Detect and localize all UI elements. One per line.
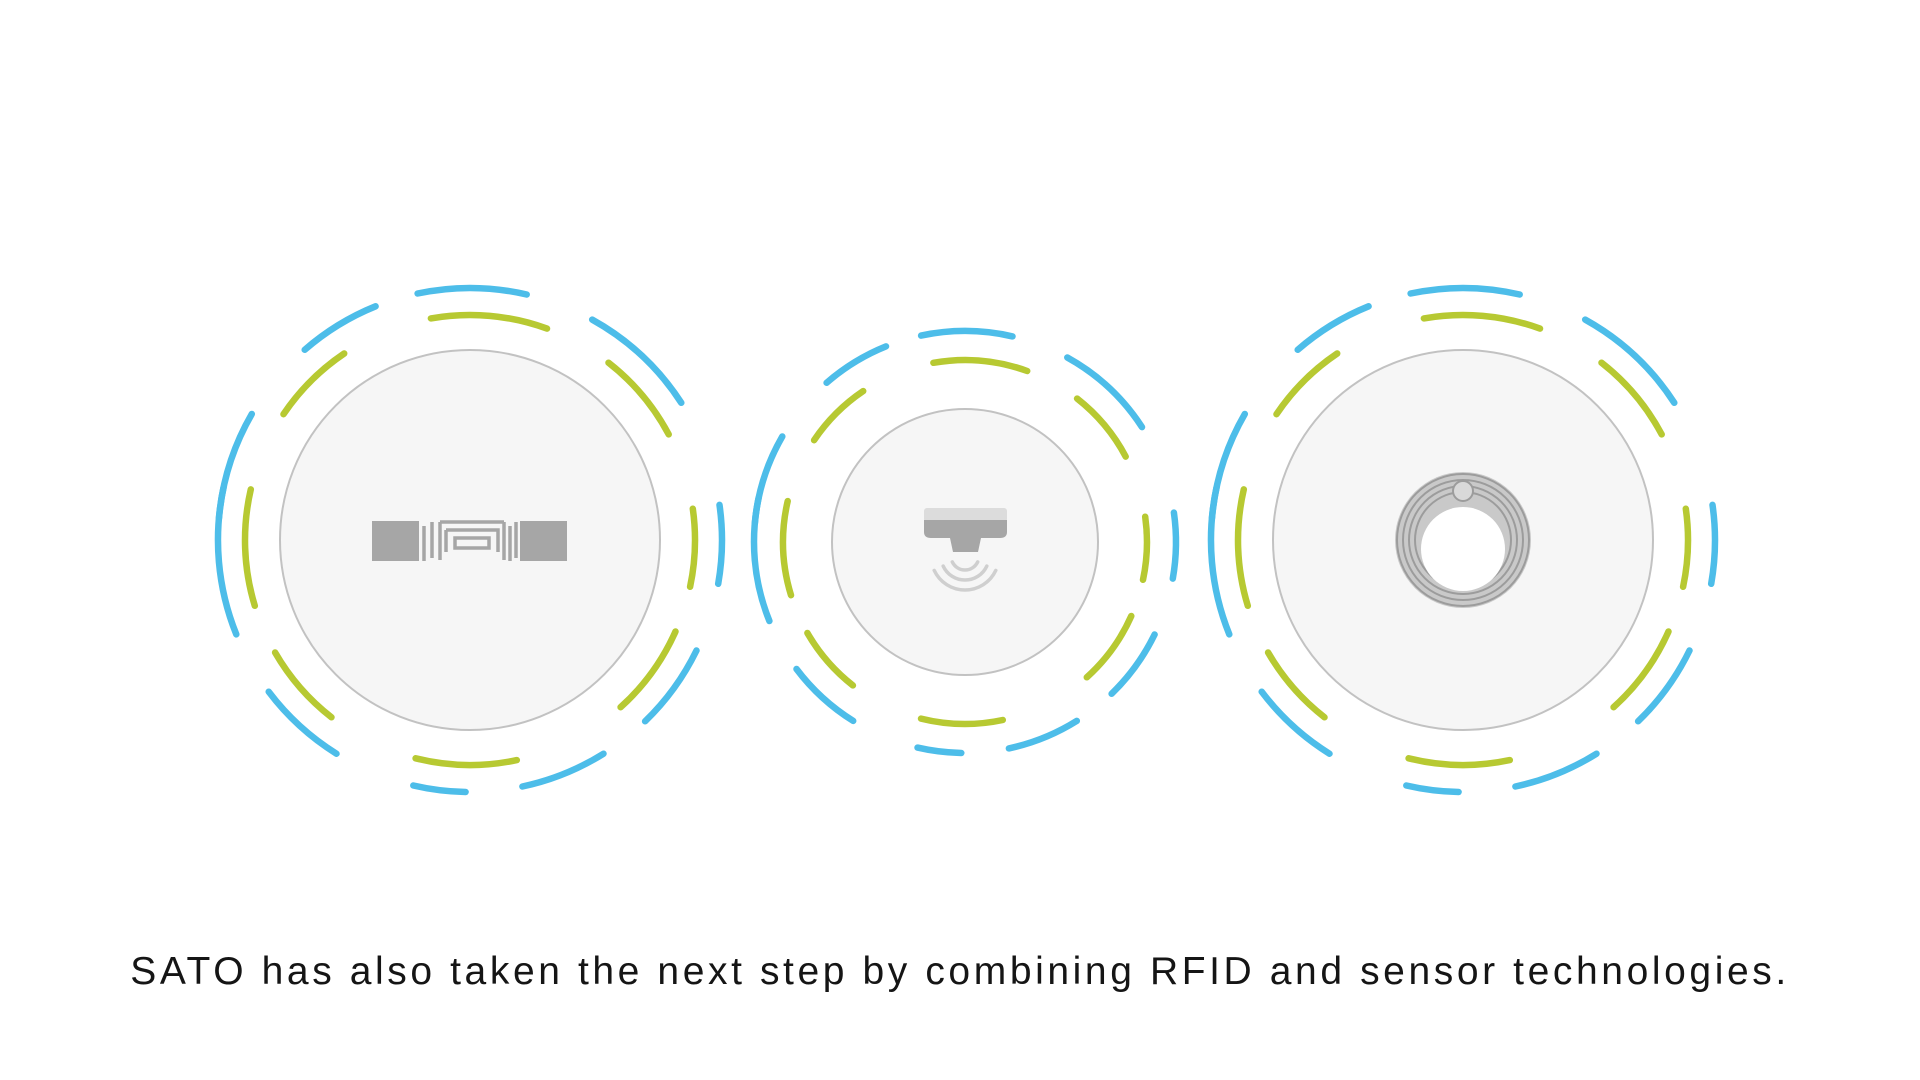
inner-dashed-ring-arc bbox=[1610, 628, 1672, 711]
coil-contact bbox=[1452, 480, 1474, 502]
coil-ring bbox=[1396, 473, 1530, 607]
outer-dashed-ring-arc bbox=[1407, 284, 1523, 298]
outer-dashed-ring bbox=[214, 284, 726, 796]
inner-dashed-ring-arc bbox=[617, 628, 679, 711]
outer-dashed-ring-arc bbox=[641, 647, 700, 725]
inner-dashed-ring-arc bbox=[686, 505, 699, 591]
outer-dashed-ring-arc bbox=[1005, 717, 1081, 752]
outer-dashed-ring-arc bbox=[410, 782, 469, 796]
rfid-inlay-badge bbox=[214, 284, 726, 796]
outer-dashed-ring-arc bbox=[588, 316, 685, 407]
outer-dashed-ring-arc bbox=[1634, 647, 1693, 725]
outer-dashed-ring-arc bbox=[265, 688, 340, 757]
outer-dashed-ring-arc bbox=[823, 343, 890, 387]
outer-dashed-ring-arc bbox=[751, 433, 786, 527]
inner-dashed-ring-arc bbox=[1598, 359, 1665, 438]
outer-dashed-ring bbox=[750, 327, 1180, 757]
outer-dashed-ring-arc bbox=[1169, 509, 1180, 582]
inner-dashed-ring-arc bbox=[1405, 755, 1514, 769]
inlay-antenna bbox=[422, 520, 518, 561]
sensor-tag-badge bbox=[750, 327, 1180, 757]
coil-hole bbox=[1421, 507, 1505, 591]
outer-dashed-ring bbox=[1207, 284, 1719, 796]
outer-dashed-ring-arc bbox=[1108, 631, 1158, 698]
outer-dashed-ring-arc bbox=[1512, 750, 1600, 790]
inner-dashed-ring-arc bbox=[930, 356, 1031, 375]
inner-dashed-ring-arc bbox=[271, 649, 335, 721]
outer-dashed-ring-arc bbox=[1581, 316, 1678, 407]
signal-wave bbox=[950, 560, 980, 572]
inner-dashed-ring-arc bbox=[810, 387, 867, 444]
outer-dashed-ring-arc bbox=[301, 303, 379, 354]
inner-dashed-ring-arc bbox=[779, 497, 795, 599]
outer-dashed-ring-arc bbox=[917, 327, 1016, 340]
inlay-pad-right bbox=[520, 521, 567, 561]
inner-dashed-ring-arc bbox=[1139, 513, 1151, 584]
inner-dashed-ring-arc bbox=[241, 486, 259, 610]
sensor-body bbox=[924, 520, 1007, 552]
outer-dashed-ring-arc bbox=[1707, 501, 1719, 588]
inner-dashed-ring-arc bbox=[917, 715, 1007, 728]
outer-dashed-ring-arc bbox=[414, 284, 530, 298]
inner-dashed-ring bbox=[779, 356, 1151, 728]
inlay-pad-left bbox=[372, 521, 419, 561]
outer-dashed-ring-arc bbox=[714, 501, 726, 588]
inner-dashed-ring-arc bbox=[804, 629, 857, 689]
inner-dashed-ring-arc bbox=[1420, 311, 1544, 332]
inner-dashed-ring-arc bbox=[427, 311, 551, 332]
outer-dashed-ring-arc bbox=[1403, 782, 1462, 796]
caption-text: SATO has also taken the next step by com… bbox=[130, 950, 1790, 993]
outer-dashed-ring-arc bbox=[1064, 354, 1146, 431]
outer-dashed-ring-arc bbox=[1208, 410, 1249, 522]
outer-dashed-ring-arc bbox=[914, 744, 965, 757]
sensor-tag-icon bbox=[924, 508, 1007, 592]
nfc-coil-icon bbox=[1395, 472, 1531, 608]
inner-dashed-ring-arc bbox=[1073, 395, 1129, 460]
inner-dashed-ring-arc bbox=[1679, 505, 1692, 591]
outer-dashed-ring-arc bbox=[1258, 688, 1333, 757]
inner-dashed-ring bbox=[241, 311, 699, 769]
inner-dashed-ring-arc bbox=[412, 755, 521, 769]
inner-dashed-ring bbox=[1234, 311, 1692, 769]
rfid-inlay-icon bbox=[372, 520, 567, 561]
inner-dashed-ring-arc bbox=[1273, 350, 1341, 418]
inner-dashed-ring-arc bbox=[1083, 612, 1135, 681]
outer-dashed-ring-arc bbox=[519, 750, 607, 790]
inner-dashed-ring-arc bbox=[1264, 649, 1328, 721]
nfc-tag-badge bbox=[1207, 284, 1719, 796]
outer-dashed-ring-arc bbox=[1294, 303, 1372, 354]
signal-wave bbox=[941, 564, 989, 582]
outer-dashed-ring-arc bbox=[215, 410, 256, 522]
inner-dashed-ring-arc bbox=[1234, 486, 1252, 610]
outer-dashed-ring-arc bbox=[793, 665, 857, 725]
inner-dashed-ring-arc bbox=[605, 359, 672, 438]
signal-wave bbox=[932, 568, 998, 592]
badge-circle bbox=[279, 349, 661, 731]
inner-dashed-ring-arc bbox=[280, 350, 348, 418]
sensor-top bbox=[924, 508, 1007, 522]
